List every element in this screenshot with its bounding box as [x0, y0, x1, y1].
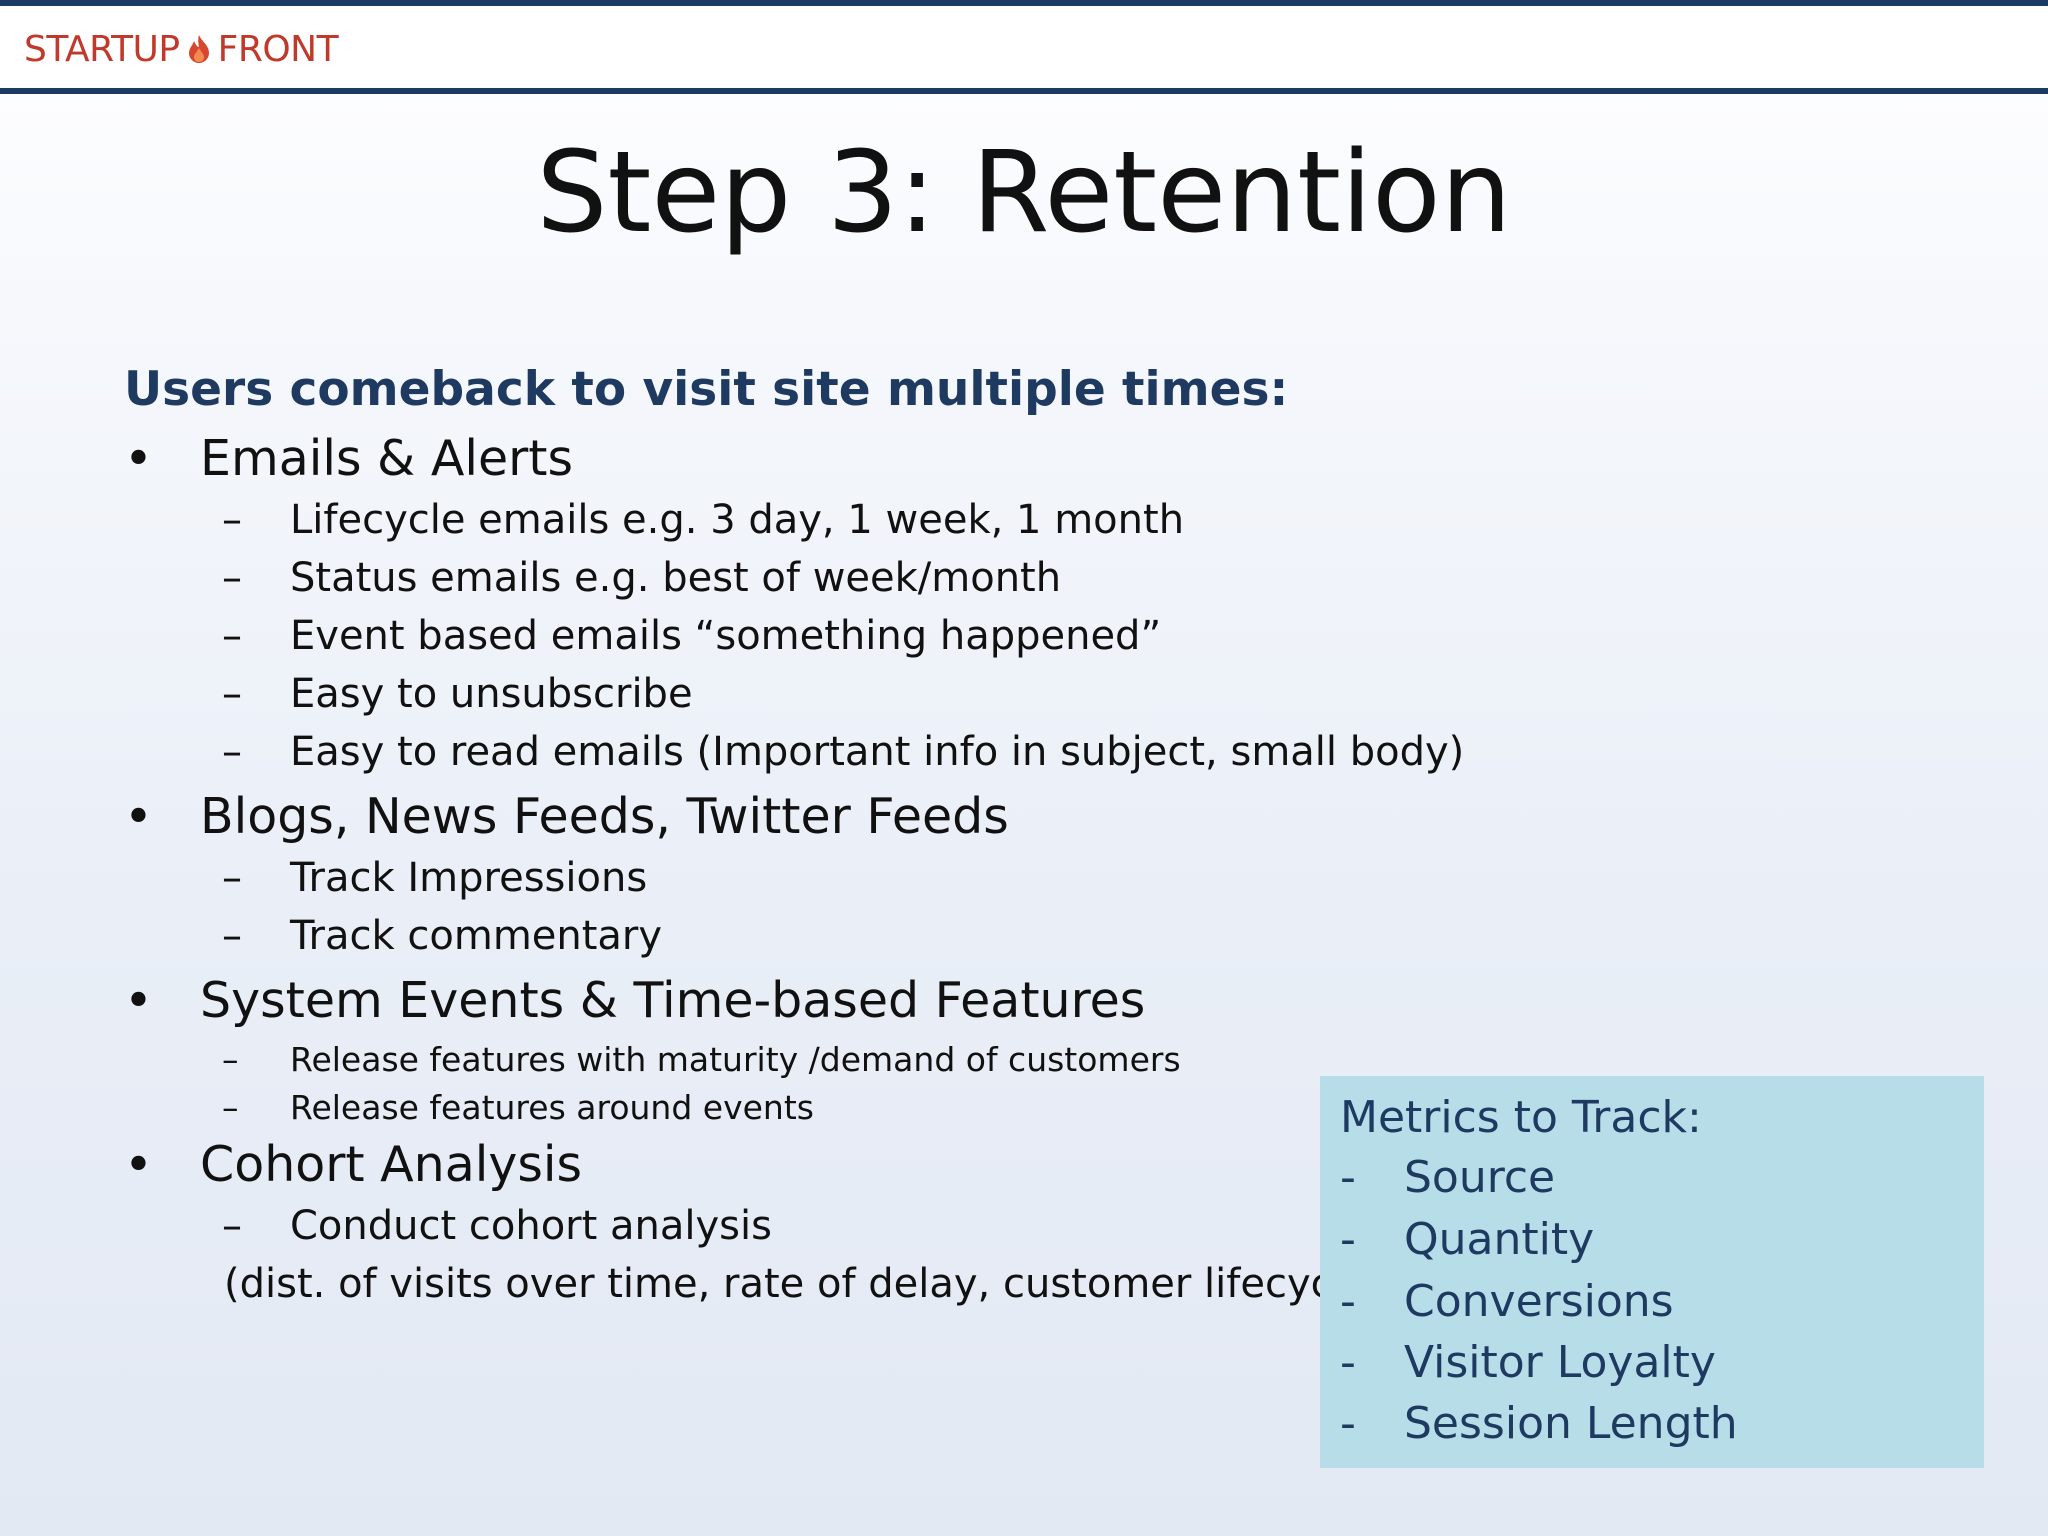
sub-item: – Conduct cohort analysis [222, 1203, 772, 1249]
metric-dash: - [1340, 1337, 1356, 1388]
bullet-label: Emails & Alerts [200, 430, 574, 487]
logo-text-right: FRONT [217, 28, 339, 70]
dash-marker: – [222, 913, 242, 959]
dash-marker: – [222, 671, 242, 717]
metric-label: Source [1404, 1152, 1556, 1203]
metrics-box: Metrics to Track: -Source -Quantity -Con… [1320, 1076, 1984, 1468]
sub-item: – Lifecycle emails e.g. 3 day, 1 week, 1… [222, 497, 1185, 543]
metric-dash: - [1340, 1276, 1356, 1327]
sub-item-label: Release features with maturity /demand o… [290, 1040, 1181, 1079]
bullet-marker: • [124, 788, 153, 845]
sub-item-label: Status emails e.g. best of week/month [290, 555, 1062, 601]
dash-marker: – [222, 613, 242, 659]
dash-marker: – [222, 1040, 239, 1079]
metric-item: -Quantity [1340, 1214, 1594, 1265]
bullet-blogs-feeds: • Blogs, News Feeds, Twitter Feeds [124, 788, 1009, 845]
bullet-label: System Events & Time-based Features [200, 972, 1146, 1029]
logo-text-left: STARTUP [24, 28, 180, 70]
cohort-note: (dist. of visits over time, rate of dela… [224, 1261, 1320, 1307]
dash-marker: – [222, 729, 242, 775]
sub-item: – Easy to read emails (Important info in… [222, 729, 1465, 775]
sub-item-label: Event based emails “something happened” [290, 613, 1162, 659]
metric-dash: - [1340, 1152, 1356, 1203]
dash-marker: – [222, 555, 242, 601]
metric-item: -Source [1340, 1152, 1555, 1203]
sub-item: – Track Impressions [222, 855, 648, 901]
dash-marker: – [222, 1088, 239, 1127]
metric-label: Visitor Loyalty [1404, 1337, 1716, 1388]
header-rule [0, 88, 2048, 94]
bullet-marker: • [124, 430, 153, 487]
sub-item-label: Conduct cohort analysis [290, 1203, 772, 1249]
metrics-title: Metrics to Track: [1340, 1092, 1702, 1143]
sub-item: – Release features around events [222, 1088, 814, 1127]
metric-item: -Session Length [1340, 1398, 1738, 1449]
slide-title: Step 3: Retention [536, 128, 1512, 258]
sub-item-label: Track commentary [290, 913, 663, 959]
flame-icon [188, 35, 209, 63]
bullet-marker: • [124, 1136, 153, 1193]
sub-item: – Status emails e.g. best of week/month [222, 555, 1062, 601]
metric-label: Quantity [1404, 1214, 1595, 1265]
sub-item-label: Lifecycle emails e.g. 3 day, 1 week, 1 m… [290, 497, 1185, 543]
bullet-marker: • [124, 972, 153, 1029]
sub-item-label: Easy to unsubscribe [290, 671, 693, 717]
sub-item: – Easy to unsubscribe [222, 671, 693, 717]
slide-subhead: Users comeback to visit site multiple ti… [124, 362, 1289, 417]
metric-dash: - [1340, 1214, 1356, 1265]
metric-dash: - [1340, 1398, 1356, 1449]
dash-marker: – [222, 497, 242, 543]
bullet-label: Blogs, News Feeds, Twitter Feeds [200, 788, 1009, 845]
sub-item: – Track commentary [222, 913, 663, 959]
sub-item-label: Easy to read emails (Important info in s… [290, 729, 1465, 775]
metric-item: -Visitor Loyalty [1340, 1337, 1716, 1388]
metric-label: Session Length [1404, 1398, 1738, 1449]
top-rule [0, 0, 2048, 6]
sub-item: – Event based emails “something happened… [222, 613, 1162, 659]
bullet-system-events: • System Events & Time-based Features [124, 972, 1146, 1029]
bullet-emails-alerts: • Emails & Alerts [124, 430, 574, 487]
sub-item-label: Track Impressions [290, 855, 648, 901]
header-bar [0, 6, 2048, 90]
bullet-cohort-analysis: • Cohort Analysis [124, 1136, 583, 1193]
sub-item-label: Release features around events [290, 1088, 814, 1127]
dash-marker: – [222, 855, 242, 901]
sub-item: – Release features with maturity /demand… [222, 1040, 1181, 1079]
dash-marker: – [222, 1203, 242, 1249]
bullet-label: Cohort Analysis [200, 1136, 583, 1193]
metric-item: -Conversions [1340, 1276, 1674, 1327]
startup-front-logo: STARTUP FRONT [24, 28, 339, 70]
metric-label: Conversions [1404, 1276, 1674, 1327]
